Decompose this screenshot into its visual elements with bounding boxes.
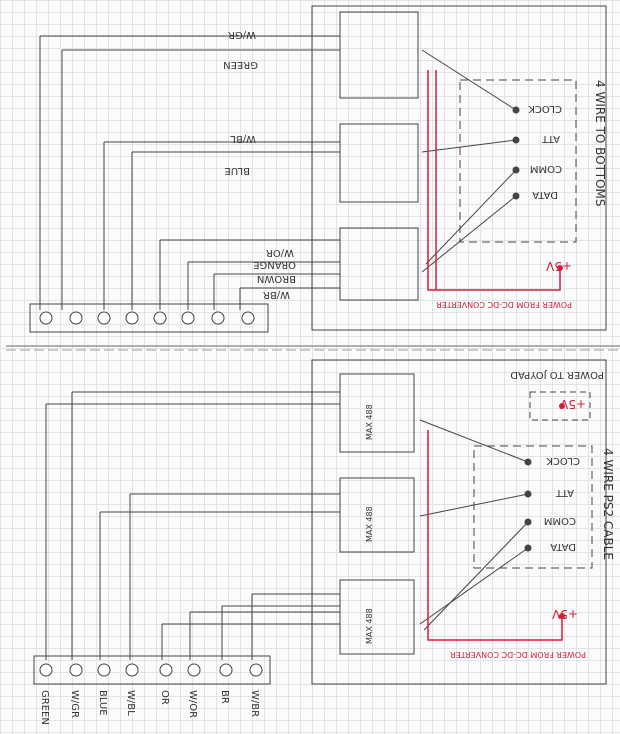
label-brown: BROWN	[257, 273, 296, 284]
top-power-note: POWER FROM DC-DC CONVERTER	[436, 300, 572, 309]
bottom-circuit	[33, 359, 607, 685]
joypad-power-box	[529, 391, 591, 421]
term-label-4: W/BL	[125, 690, 136, 716]
supply-dot	[557, 265, 563, 271]
label-w-gr: W/GR	[228, 29, 256, 40]
label-w-or: W/OR	[266, 247, 294, 258]
term-label-6: W/OR	[187, 690, 198, 718]
term-label-7: BR	[219, 690, 230, 704]
label-blue: BLUE	[224, 165, 250, 176]
top-chip-1	[339, 11, 419, 99]
divider-labels: POWER TO JOYPAD	[510, 369, 604, 380]
data-dot	[512, 192, 520, 200]
label-w-bl: W/BL	[230, 133, 256, 144]
bottom-chip-2	[339, 477, 415, 553]
top-labels: W/GR GREEN W/BL BLUE W/OR ORANGE BROWN W…	[223, 29, 607, 309]
label-green: GREEN	[223, 59, 258, 70]
power-to-joypad: POWER TO JOYPAD	[510, 369, 604, 380]
clock-dot	[512, 106, 520, 114]
label-w-br: W/BR	[263, 289, 290, 300]
term-label-3: BLUE	[97, 690, 108, 716]
bottom-supply: +5V	[551, 607, 578, 621]
comm-dot	[512, 166, 520, 174]
term-label-8: W/BR	[249, 690, 260, 717]
top-red-wires	[427, 70, 561, 291]
top-chip-3	[339, 227, 419, 301]
bsignal-data: DATA	[550, 541, 576, 552]
chip-label-2: MAX 488	[365, 506, 374, 542]
bottom-labels: MAX 488 MAX 488 MAX 488 CLOCK ATT COMM D…	[39, 397, 615, 725]
chip-label-1: MAX 488	[365, 404, 374, 440]
bottom-terminal-strip	[33, 655, 271, 685]
signal-comm: COMM	[530, 163, 562, 174]
bottom-red-wires	[427, 430, 563, 641]
bsignal-comm: COMM	[544, 515, 576, 526]
signal-clock: CLOCK	[528, 103, 562, 114]
bsignal-clock: CLOCK	[546, 455, 580, 466]
top-circuit	[6, 5, 620, 351]
top-terminals	[39, 311, 255, 325]
term-label-5: OR	[159, 690, 170, 705]
top-cable-box	[459, 79, 577, 243]
chip-label-3: MAX 488	[365, 608, 374, 644]
signal-data: DATA	[532, 189, 558, 200]
signal-att: ATT	[541, 133, 560, 144]
bottom-enclosure	[311, 359, 607, 685]
bsignal-att: ATT	[555, 487, 574, 498]
bottom-signal-dots	[524, 403, 565, 619]
top-enclosure	[311, 5, 607, 331]
top-chip-2	[339, 123, 419, 203]
joypad-supply: +5V	[559, 397, 586, 411]
top-cable-title: 4 WIRE TO BOTTOMS	[593, 80, 607, 207]
bottom-cable-box	[473, 445, 593, 569]
bottom-terminals	[39, 663, 263, 677]
bottom-cable-title: 4 WIRE PS2 CABLE	[601, 448, 615, 560]
att-dot	[512, 136, 520, 144]
top-signal-dots	[512, 106, 563, 271]
bottom-chip-1	[339, 373, 415, 453]
term-label-1: GREEN	[39, 690, 50, 725]
bottom-power-note: POWER FROM DC-DC CONVERTER	[450, 650, 586, 659]
label-orange: ORANGE	[253, 259, 296, 270]
top-terminal-strip	[29, 303, 269, 333]
term-label-2: W/GR	[69, 690, 80, 718]
top-supply: +5V	[545, 259, 572, 273]
bottom-chip-3	[339, 579, 415, 655]
